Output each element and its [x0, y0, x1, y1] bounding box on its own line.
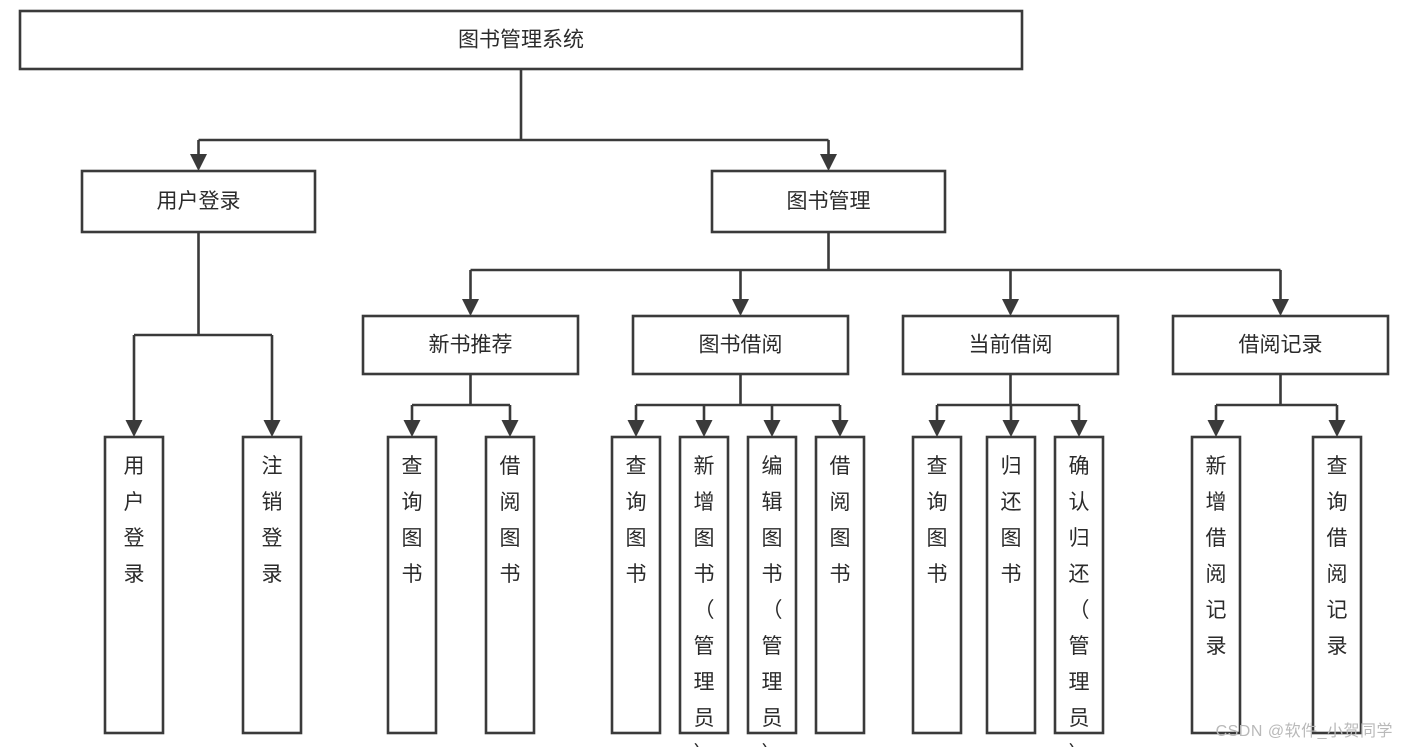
- node-box-l2-1-2-当前借阅[interactable]: [901, 314, 1120, 376]
- link-当前借阅-to-查询图书-arrowhead: [928, 420, 946, 437]
- node-box-l1-1-图书管理[interactable]: [710, 169, 947, 234]
- link-图书管理-to-图书借阅-arrowhead: [732, 299, 749, 316]
- node-box-l3-1-1-0-查询图书[interactable]: [610, 435, 662, 735]
- link-root-to-图书管理-arrowhead: [820, 154, 837, 171]
- link-用户登录-to-用户登录-arrowhead: [125, 420, 143, 437]
- node-label-l3-1-1-1-新增图书管理员: 新增图书（管理员）: [694, 455, 715, 747]
- node-label-l3-1-3-0-新增借阅记录: 新增借阅记录: [1206, 455, 1227, 658]
- node-l2-0-1-注销登录[interactable]: 注销登录: [241, 435, 303, 735]
- node-box-l3-1-1-2-编辑图书管理员[interactable]: [746, 435, 798, 735]
- node-box-l3-1-1-1-新增图书管理员[interactable]: [678, 435, 730, 735]
- node-box-l3-1-3-0-新增借阅记录[interactable]: [1190, 435, 1242, 735]
- node-l1-0-用户登录[interactable]: 用户登录: [80, 169, 317, 234]
- node-label-l3-1-2-2-确认归还管理员: 确认归还（管理员）: [1069, 455, 1090, 747]
- nodes-layer: 图书管理系统用户登录用户登录注销登录图书管理新书推荐查询图书借阅图书图书借阅查询…: [18, 9, 1390, 747]
- node-l3-1-0-0-查询图书[interactable]: 查询图书: [386, 435, 438, 735]
- node-label-l3-1-0-0-查询图书: 查询图书: [402, 455, 423, 586]
- node-label-l2-0-0-用户登录: 用户登录: [124, 455, 145, 586]
- node-l3-1-1-2-编辑图书管理员[interactable]: 编辑图书（管理员）: [746, 435, 798, 747]
- node-box-l3-1-0-1-借阅图书[interactable]: [484, 435, 536, 735]
- node-label-l3-1-3-1-查询借阅记录: 查询借阅记录: [1327, 455, 1348, 658]
- node-root-图书管理系统[interactable]: 图书管理系统: [18, 9, 1024, 71]
- node-box-l3-1-1-3-借阅图书[interactable]: [814, 435, 866, 735]
- node-l3-1-1-1-新增图书管理员[interactable]: 新增图书（管理员）: [678, 435, 730, 747]
- link-借阅记录-to-查询借阅记录-arrowhead: [1328, 420, 1346, 437]
- link-当前借阅-to-确认归还管理员-arrowhead: [1070, 420, 1088, 437]
- link-当前借阅-to-归还图书-arrowhead: [1002, 420, 1020, 437]
- link-用户登录-to-注销登录-arrowhead: [263, 420, 281, 437]
- node-l3-1-3-1-查询借阅记录[interactable]: 查询借阅记录: [1311, 435, 1363, 735]
- node-label-l1-1-图书管理: 图书管理: [787, 190, 871, 213]
- node-box-l2-0-0-用户登录[interactable]: [103, 435, 165, 735]
- node-box-l3-1-3-1-查询借阅记录[interactable]: [1311, 435, 1363, 735]
- node-label-l3-1-2-1-归还图书: 归还图书: [1001, 455, 1022, 586]
- node-l3-1-3-0-新增借阅记录[interactable]: 新增借阅记录: [1190, 435, 1242, 735]
- watermark-label: CSDN @软件_小贺同学: [1215, 723, 1393, 740]
- node-l2-0-0-用户登录[interactable]: 用户登录: [103, 435, 165, 735]
- node-label-l3-1-0-1-借阅图书: 借阅图书: [500, 455, 521, 586]
- node-label-l3-1-2-0-查询图书: 查询图书: [927, 455, 948, 586]
- node-box-l3-1-2-2-确认归还管理员[interactable]: [1053, 435, 1105, 735]
- node-box-l3-1-0-0-查询图书[interactable]: [386, 435, 438, 735]
- node-box-l2-1-3-借阅记录[interactable]: [1171, 314, 1390, 376]
- node-l2-1-2-当前借阅[interactable]: 当前借阅: [901, 314, 1120, 376]
- node-label-l2-1-2-当前借阅: 当前借阅: [969, 334, 1053, 357]
- node-label-l2-1-0-新书推荐: 新书推荐: [429, 334, 513, 357]
- node-label-l3-1-1-0-查询图书: 查询图书: [626, 455, 647, 586]
- node-l3-1-2-1-归还图书[interactable]: 归还图书: [985, 435, 1037, 735]
- node-label-l3-1-1-3-借阅图书: 借阅图书: [830, 455, 851, 586]
- connectors-layer: [125, 69, 1346, 437]
- link-图书借阅-to-编辑图书管理员-arrowhead: [763, 420, 781, 437]
- link-图书借阅-to-新增图书管理员-arrowhead: [695, 420, 713, 437]
- node-label-l3-1-1-2-编辑图书管理员: 编辑图书（管理员）: [762, 455, 783, 747]
- node-l3-1-1-0-查询图书[interactable]: 查询图书: [610, 435, 662, 735]
- link-图书借阅-to-查询图书-arrowhead: [627, 420, 645, 437]
- link-root-to-用户登录-arrowhead: [190, 154, 207, 171]
- link-新书推荐-to-借阅图书-arrowhead: [501, 420, 519, 437]
- node-label-l2-0-1-注销登录: 注销登录: [262, 455, 283, 586]
- node-l1-1-图书管理[interactable]: 图书管理: [710, 169, 947, 234]
- node-box-l1-0-用户登录[interactable]: [80, 169, 317, 234]
- link-图书管理-to-新书推荐-arrowhead: [462, 299, 479, 316]
- node-l2-1-0-新书推荐[interactable]: 新书推荐: [361, 314, 580, 376]
- node-l2-1-1-图书借阅[interactable]: 图书借阅: [631, 314, 850, 376]
- node-label-root-图书管理系统: 图书管理系统: [458, 29, 584, 52]
- link-图书管理-to-借阅记录-arrowhead: [1272, 299, 1289, 316]
- node-box-l3-1-2-1-归还图书[interactable]: [985, 435, 1037, 735]
- node-box-l3-1-2-0-查询图书[interactable]: [911, 435, 963, 735]
- link-新书推荐-to-查询图书-arrowhead: [403, 420, 421, 437]
- node-l3-1-2-0-查询图书[interactable]: 查询图书: [911, 435, 963, 735]
- node-l2-1-3-借阅记录[interactable]: 借阅记录: [1171, 314, 1390, 376]
- node-box-l2-1-1-图书借阅[interactable]: [631, 314, 850, 376]
- link-借阅记录-to-新增借阅记录-arrowhead: [1207, 420, 1225, 437]
- node-box-l2-1-0-新书推荐[interactable]: [361, 314, 580, 376]
- node-label-l2-1-3-借阅记录: 借阅记录: [1239, 334, 1323, 357]
- node-label-l1-0-用户登录: 用户登录: [157, 190, 241, 213]
- link-图书借阅-to-借阅图书-arrowhead: [831, 420, 849, 437]
- link-图书管理-to-当前借阅-arrowhead: [1002, 299, 1019, 316]
- node-l3-1-0-1-借阅图书[interactable]: 借阅图书: [484, 435, 536, 735]
- node-label-l2-1-1-图书借阅: 图书借阅: [699, 334, 783, 357]
- node-box-l2-0-1-注销登录[interactable]: [241, 435, 303, 735]
- node-l3-1-1-3-借阅图书[interactable]: 借阅图书: [814, 435, 866, 735]
- node-box-root-图书管理系统[interactable]: [18, 9, 1024, 71]
- node-l3-1-2-2-确认归还管理员[interactable]: 确认归还（管理员）: [1053, 435, 1105, 747]
